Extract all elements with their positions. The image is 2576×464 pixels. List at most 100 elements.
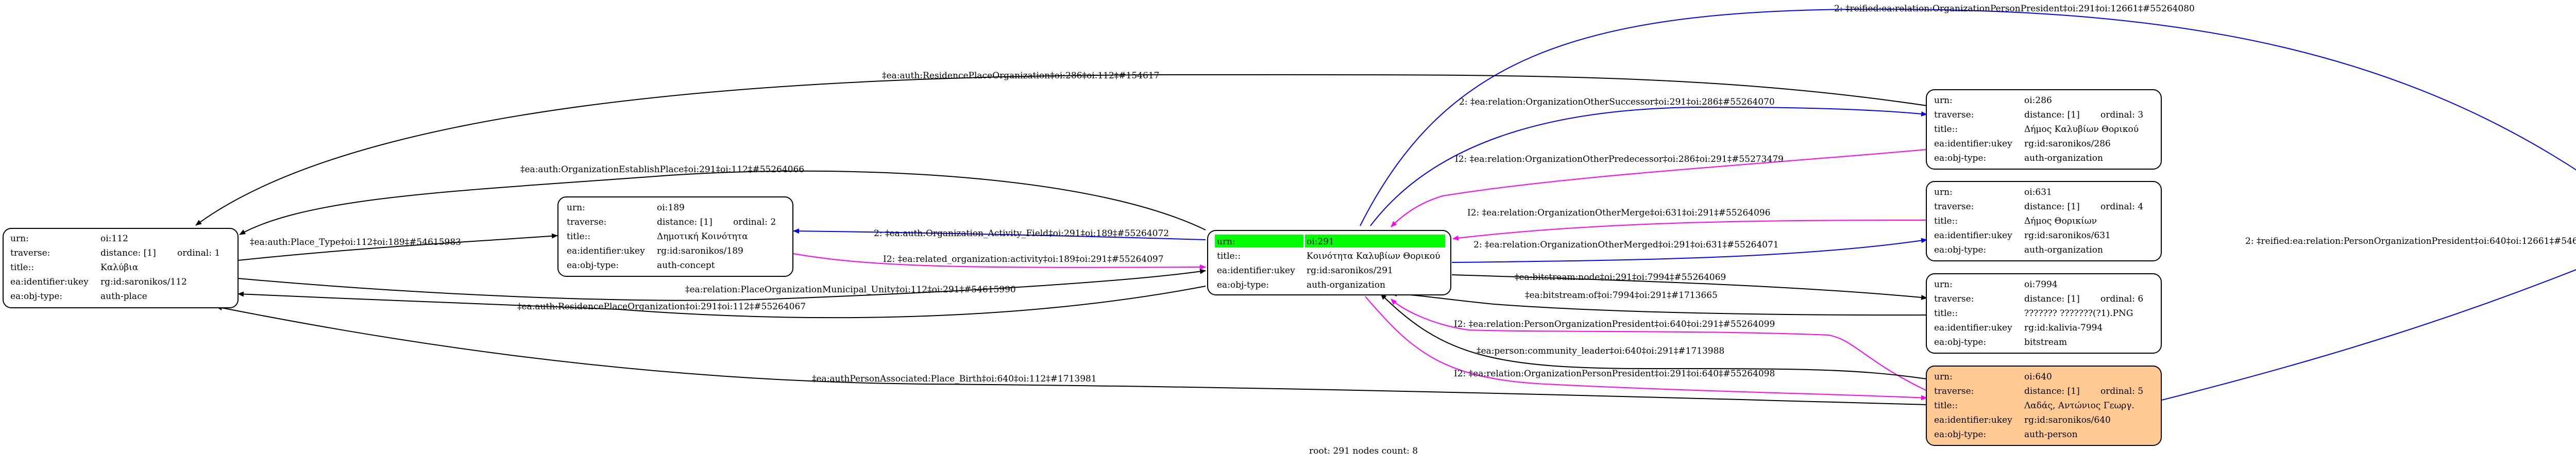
field-label-ukey: ea:identifier:ukey [1934,415,2012,425]
field-label-urn: urn: [1934,95,1953,106]
edge-merged-291-631[interactable] [1451,238,1927,263]
node-urn: oi:291 [1307,237,1334,247]
edge-leader-640-291[interactable] [1380,293,1927,379]
edge-orgpres-291-640[interactable] [1365,296,1927,401]
node-title: Δημοτική Κοινότητα [657,231,748,242]
field-label-title: title:: [1934,401,1958,411]
edge-reified-291-12661[interactable] [1360,8,2576,226]
field-label-title: title:: [567,231,590,242]
edge-activity-291-189[interactable] [793,228,1206,240]
field-label-title: title:: [10,262,34,273]
node-ukey: rg:id:saronikos/640 [2024,415,2111,425]
node-oi-640[interactable]: urn: oi:640 traverse: distance: [1] ordi… [1926,366,2162,446]
edge-bitnode-291-7994[interactable] [1451,274,1927,300]
field-label-ukey: ea:identifier:ukey [1934,139,2012,149]
edge-label: I2: ‡ea:relation:OrganizationOtherPredec… [1455,154,1784,164]
node-ukey: rg:id:saronikos/189 [657,246,743,256]
node-ukey: rg:id:saronikos/286 [2024,139,2111,149]
node-oi-112[interactable]: urn: oi:112 traverse: distance: [1] ordi… [3,228,239,308]
field-label-title: title:: [1217,251,1241,261]
node-urn: oi:7994 [2024,279,2058,290]
edge-label: 2: ‡reified:ea:relation:PersonOrganizati… [2245,236,2576,246]
field-label-objtype: ea:obj-type: [1934,429,1986,440]
node-oi-286[interactable]: urn: oi:286 traverse: distance: [1] ordi… [1926,89,2162,170]
field-label-traverse: traverse: [10,248,50,258]
node-ukey: rg:id:kalivia-7994 [2024,323,2103,333]
field-label-traverse: traverse: [1934,110,1974,120]
node-distance: distance: [1] [2024,110,2080,120]
node-ordinal: ordinal: 5 [2100,386,2143,396]
edge-placetype-112-189[interactable] [238,233,558,261]
node-urn: oi:286 [2024,95,2052,106]
node-ordinal: ordinal: 6 [2100,294,2143,304]
node-ukey: rg:id:saronikos/631 [2024,230,2111,241]
field-label-ukey: ea:identifier:ukey [1217,266,1295,276]
edge-residence-286-112[interactable] [195,74,1927,226]
node-urn: oi:112 [100,234,128,244]
edge-label: ‡ea:bitstream:of‡oi:7994‡oi:291‡#1713665 [1525,290,1718,301]
field-label-objtype: ea:obj-type: [1934,245,1986,255]
edge-related-189-291[interactable] [793,253,1206,270]
edge-label: I2: ‡ea:relation:PersonOrganizationPresi… [1454,319,1775,329]
node-oi-7994[interactable]: urn: oi:7994 traverse: distance: [1] ord… [1926,273,2162,354]
node-distance: distance: [1] [2024,386,2080,396]
node-title: Λαδάς, Αντώνιος Γεωργ. [2024,401,2134,411]
field-label-objtype: ea:obj-type: [1934,337,1986,347]
node-oi-631[interactable]: urn: oi:631 traverse: distance: [1] ordi… [1926,181,2162,261]
edge-residence-291-112[interactable] [238,286,1206,319]
node-ordinal: ordinal: 2 [733,217,776,227]
node-objtype: bitstream [2024,337,2067,347]
field-label-traverse: traverse: [1934,294,1974,304]
field-label-objtype: ea:obj-type: [567,260,619,271]
node-distance: distance: [1] [100,248,156,258]
field-label-urn: urn: [1934,187,1953,197]
edge-label: ‡ea:auth:Place_Type‡oi:112‡oi:189‡#54615… [250,237,461,247]
edge-successor-291-286[interactable] [1370,106,1927,226]
edge-label: I2: ‡ea:relation:OrganizationPersonPresi… [1454,369,1775,379]
field-label-ukey: ea:identifier:ukey [567,246,645,256]
edge-label: 2: ‡ea:relation:OrganizationOtherSuccess… [1459,97,1775,107]
field-label-urn: urn: [1934,372,1953,382]
node-oi-291-root[interactable]: urn: oi:291 title:: Κοινότητα Καλυβίων Θ… [1207,230,1451,295]
edge-reified-640-12661[interactable] [2153,241,2576,403]
node-title: Δήμος Καλυβίων Θορικού [2024,124,2139,135]
node-distance: distance: [1] [657,217,713,227]
edge-label: ‡ea:auth:ResidencePlaceOrganization‡oi:2… [882,71,1159,81]
edge-municipal-112-291[interactable] [238,269,1206,301]
field-label-objtype: ea:obj-type: [10,291,62,302]
field-label-title: title:: [1934,216,1958,226]
edge-establish-291-112[interactable] [239,170,1206,235]
node-objtype: auth-concept [657,260,715,271]
edge-label: ‡ea:auth:ResidencePlaceOrganization‡oi:2… [517,302,806,312]
node-oi-189[interactable]: urn: oi:189 traverse: distance: [1] ordi… [557,196,793,277]
node-urn: oi:189 [657,203,685,213]
edge-label: ‡ea:auth:OrganizationEstablishPlace‡oi:2… [520,164,804,175]
node-ordinal: ordinal: 1 [177,248,220,258]
edge-label: I2: ‡ea:related_organization:activity‡oi… [883,254,1164,264]
node-objtype: auth-organization [1307,280,1385,290]
field-label-ukey: ea:identifier:ukey [10,277,89,287]
root-highlight-label [1215,235,1303,247]
edge-label: ‡ea:bitstream:node‡oi:291‡oi:7994‡#55264… [1515,272,1726,283]
field-label-traverse: traverse: [567,217,606,227]
edge-bitof-7994-291[interactable] [1391,291,1927,316]
field-label-urn: urn: [1217,237,1235,247]
node-ukey: rg:id:saronikos/291 [1307,266,1393,276]
edge-predecessor-286-291[interactable] [1391,149,1927,227]
node-ukey: rg:id:saronikos/112 [100,277,187,287]
edge-birth-640-112[interactable] [216,305,1927,405]
edge-merge-631-291[interactable] [1452,220,1927,241]
field-label-objtype: ea:obj-type: [1217,280,1269,290]
edge-label: I2: ‡ea:relation:OrganizationOtherMerge‡… [1467,208,1770,218]
node-urn: oi:640 [2024,372,2052,382]
field-label-ukey: ea:identifier:ukey [1934,230,2012,241]
edge-label: ‡ea:relation:PlaceOrganizationMunicipal_… [685,285,1016,295]
field-label-objtype: ea:obj-type: [1934,153,1986,163]
field-label-title: title:: [1934,308,1958,319]
node-urn: oi:631 [2024,187,2052,197]
edge-label: 2: ‡ea:auth:Organization_Activity_Field‡… [874,228,1169,239]
edge-personpres-640-291[interactable] [1391,299,1927,391]
field-label-traverse: traverse: [1934,386,1974,396]
node-title: ??????? ???????(?1).PNG [2024,308,2133,319]
